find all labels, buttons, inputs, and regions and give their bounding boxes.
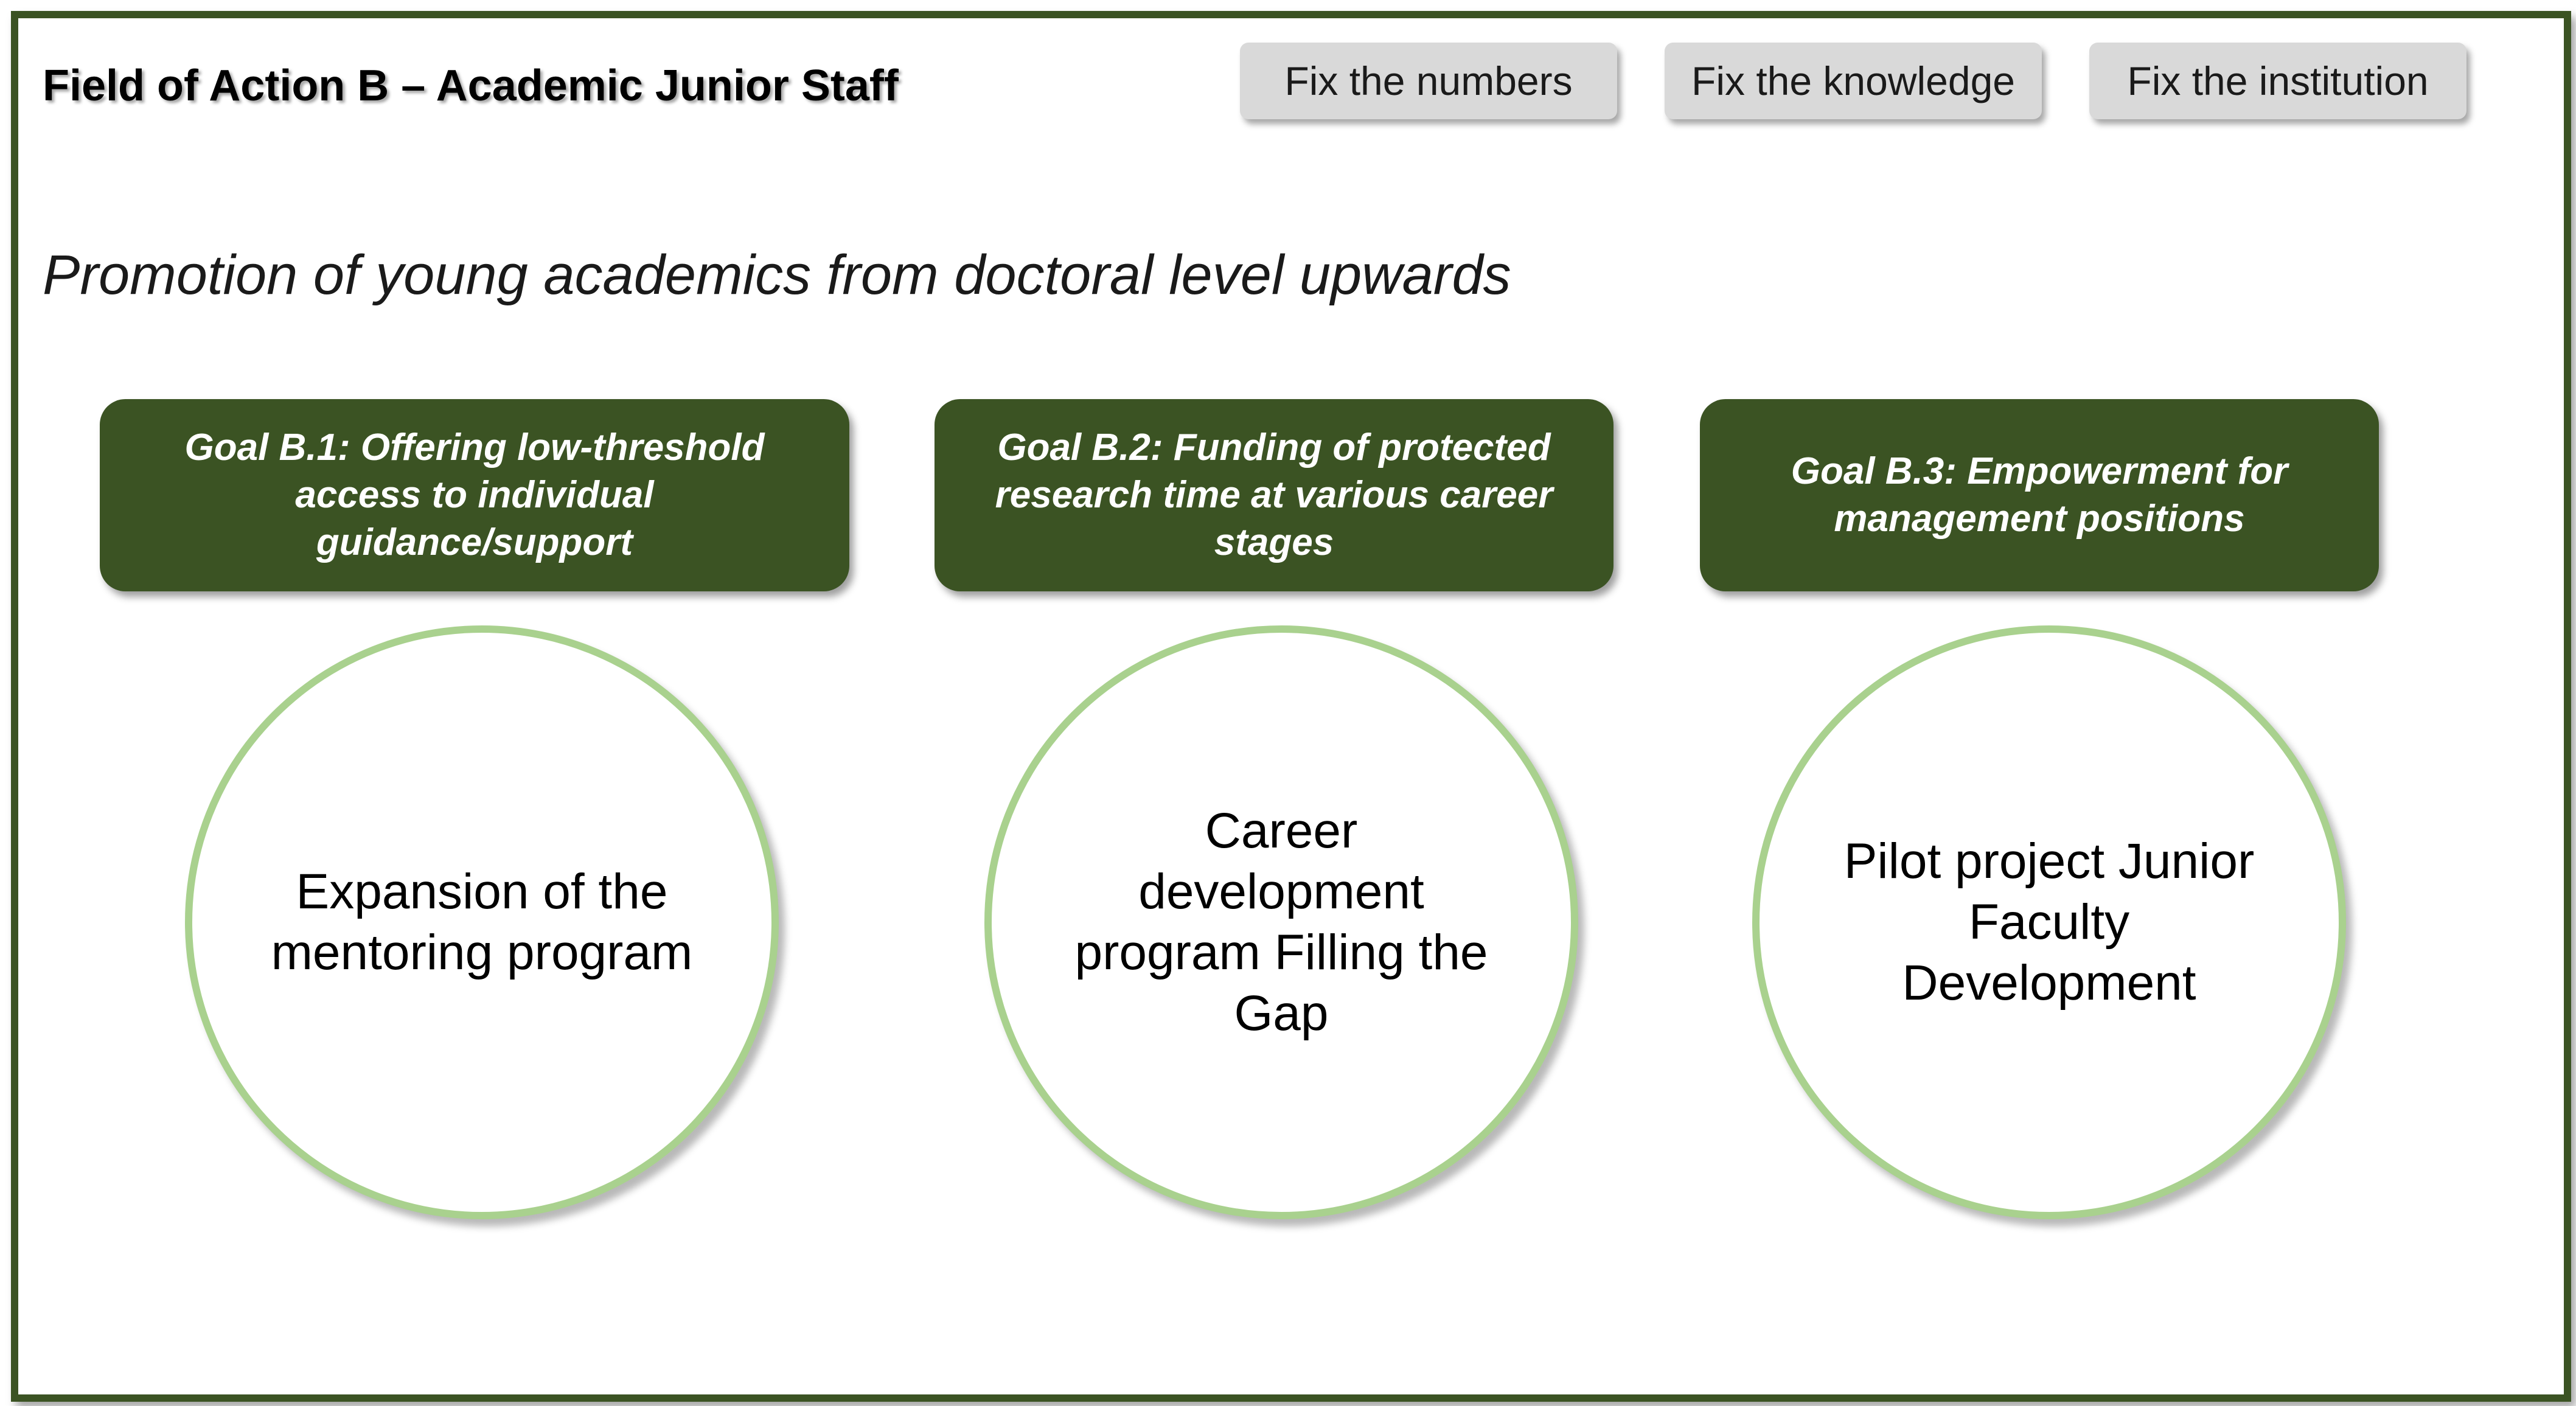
program-label-mentoring: Expansion of the mentoring program xyxy=(271,864,693,980)
goal-b3-label: Goal B.3: Empowerment for management pos… xyxy=(1791,450,2288,540)
program-circle-mentoring: Expansion of the mentoring program xyxy=(185,625,779,1219)
goal-b2-label: Goal B.2: Funding of protected research … xyxy=(995,426,1553,563)
program-circle-junior-faculty: Pilot project Junior Faculty Development xyxy=(1752,625,2346,1219)
fix-the-knowledge-button[interactable]: Fix the knowledge xyxy=(1665,43,2042,119)
page-title: Field of Action B – Academic Junior Staf… xyxy=(43,61,899,110)
program-label-junior-faculty: Pilot project Junior Faculty Development xyxy=(1843,834,2255,1011)
program-label-filling-the-gap: Career development program Filling the G… xyxy=(1074,803,1488,1041)
goal-b1-box: Goal B.1: Offering low-threshold access … xyxy=(100,399,849,591)
program-circle-filling-the-gap: Career development program Filling the G… xyxy=(984,625,1578,1219)
fix-the-institution-button[interactable]: Fix the institution xyxy=(2089,43,2466,119)
subtitle: Promotion of young academics from doctor… xyxy=(43,244,1511,306)
goal-b1-label: Goal B.1: Offering low-threshold access … xyxy=(184,426,765,563)
goal-b2-box: Goal B.2: Funding of protected research … xyxy=(935,399,1613,591)
goal-b3-box: Goal B.3: Empowerment for management pos… xyxy=(1700,399,2379,591)
fix-the-numbers-button[interactable]: Fix the numbers xyxy=(1240,43,1617,119)
